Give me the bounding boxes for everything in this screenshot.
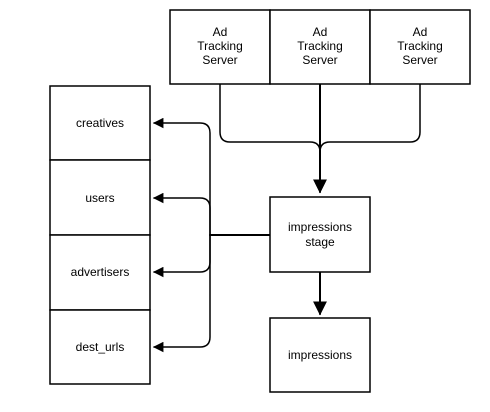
node-label-line: impressions bbox=[288, 348, 352, 362]
node-label-line: dest_urls bbox=[76, 340, 125, 354]
node-label-line: advertisers bbox=[71, 265, 130, 279]
ad-tracking-server-1: Ad Tracking Server bbox=[169, 9, 271, 85]
ad-tracking-server-2: Ad Tracking Server bbox=[269, 9, 371, 85]
ad-tracking-server-3: Ad Tracking Server bbox=[369, 9, 471, 85]
node-label-line: Server bbox=[202, 53, 237, 67]
creatives-node: creatives bbox=[49, 85, 151, 161]
node-label-line: Server bbox=[402, 53, 437, 67]
node-label-line: Tracking bbox=[197, 39, 243, 53]
edges bbox=[152, 83, 421, 353]
node-label-line: creatives bbox=[76, 116, 124, 130]
node-label-line: Ad bbox=[313, 25, 328, 39]
edge-stage-to-dest-urls bbox=[152, 234, 211, 353]
edge-stage-to-users bbox=[152, 192, 211, 236]
impressions-stage-node: impressions stage bbox=[269, 196, 371, 273]
dest-urls-node: dest_urls bbox=[49, 309, 151, 385]
impressions-node: impressions bbox=[269, 317, 371, 393]
edge-server-1-to-stage bbox=[219, 83, 326, 194]
node-label-line: users bbox=[85, 191, 114, 205]
edge-stage-to-advertisers bbox=[152, 234, 211, 278]
node-label-line: Ad bbox=[213, 25, 228, 39]
advertisers-node: advertisers bbox=[49, 234, 151, 311]
node-label-line: Tracking bbox=[397, 39, 443, 53]
users-node: users bbox=[49, 159, 151, 236]
node-label-line: Tracking bbox=[297, 39, 343, 53]
edge-server-3-to-stage bbox=[319, 83, 421, 153]
edge-stage-to-creatives bbox=[152, 117, 211, 236]
node-label-line: Server bbox=[302, 53, 337, 67]
node-label-line: impressions bbox=[288, 220, 352, 234]
node-label-line: Ad bbox=[413, 25, 428, 39]
node-label-line: stage bbox=[305, 235, 335, 249]
